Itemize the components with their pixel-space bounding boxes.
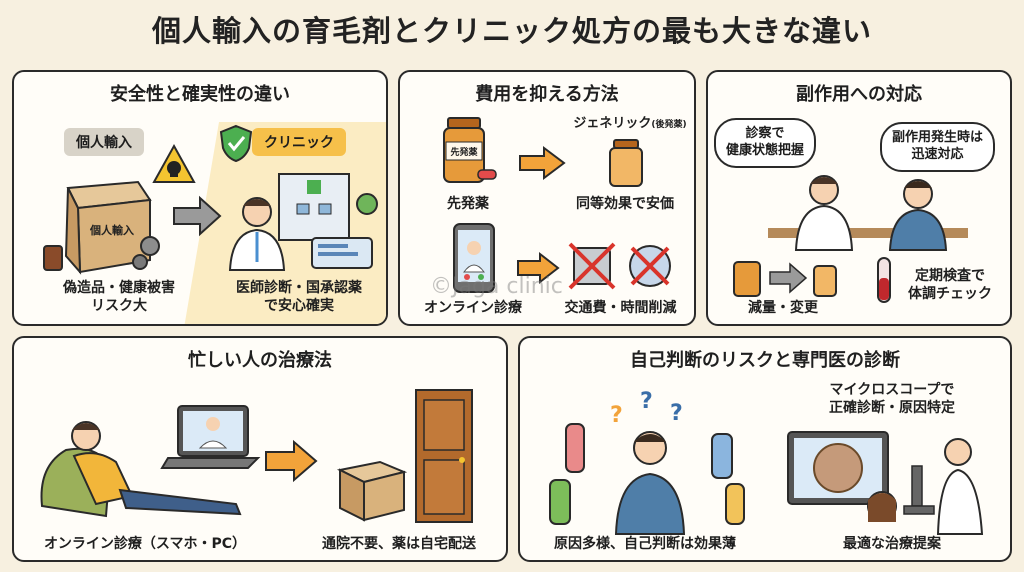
dose-caption: 減量・変更 [748, 300, 818, 316]
brand-medicine-bottle-icon: 先発薬 [443, 117, 497, 183]
box-text: 個人輸入 [89, 223, 134, 237]
clinic-caption: 医師診断・国承認薬 で安心確実 [236, 280, 362, 314]
arrow-right-icon [265, 439, 318, 483]
check-caption: 定期検査で 体調チェック [908, 268, 992, 302]
saving-caption: 交通費・時間削減 [564, 300, 677, 316]
panel-side-effects-title: 副作用への対応 [796, 84, 922, 105]
expert-caption: 最適な治療提案 [843, 536, 941, 552]
warning-skull-icon [152, 143, 196, 183]
dose-change-icon [733, 261, 837, 297]
bubble-diagnosis: 診察で 健康状態把握 [714, 118, 817, 168]
panel-safety: 安全性と確実性の違い 個人輸入 個人輸入 クリニック [12, 70, 388, 326]
no-travel-icons [568, 242, 671, 290]
doctor-patient-icon [768, 175, 968, 251]
shield-check-icon [219, 124, 253, 163]
brand-bottle-label: 先発薬 [450, 146, 478, 158]
panel-cost: 費用を抑える方法 先発薬 ジェネリック(後発薬) 先発薬 同等効果で安価 オンラ… [398, 70, 696, 326]
panel-side-effects: 副作用への対応 診察で 健康状態把握 副作用発生時は 迅速対応 減量・変更 定期… [706, 70, 1012, 326]
generic-medicine-bottle-icon [609, 139, 643, 187]
import-caption: 偽造品・健康被害 リスク大 [63, 280, 175, 314]
doctor-icon [228, 197, 286, 271]
panel-diagnosis: 自己判断のリスクと専門医の診断 ? ? ? マイクロスコープで 正確診断・原因特… [518, 336, 1012, 562]
arrow-right-icon [517, 251, 560, 285]
relaxing-person-laptop-icon [40, 405, 261, 518]
scope-caption: マイクロスコープで 正確診断・原因特定 [829, 382, 955, 416]
generic-caption: 同等効果で安価 [576, 196, 674, 212]
blood-test-tube-icon [877, 257, 891, 303]
panel-busy: 忙しい人の治療法 オンライン診療（スマホ・PC） 通院不要、薬は自宅配送 [12, 336, 508, 562]
import-label: 個人輸入 [64, 128, 144, 156]
online-caption: オンライン診療 [424, 300, 522, 316]
panel-diagnosis-title: 自己判断のリスクと専門医の診断 [630, 350, 900, 371]
question-mark-icon: ? [640, 389, 653, 414]
page-title: 個人輸入の育毛剤とクリニック処方の最も大きな違い [151, 14, 872, 48]
watermark: ©Jaga clinic [430, 274, 563, 299]
approved-cards-icon [311, 237, 373, 269]
panel-cost-title: 費用を抑える方法 [475, 84, 619, 105]
panel-safety-title: 安全性と確実性の違い [110, 84, 290, 105]
panel-busy-title: 忙しい人の治療法 [188, 350, 332, 371]
busy-online-caption: オンライン診療（スマホ・PC） [43, 536, 247, 552]
clinic-label: クリニック [252, 128, 346, 156]
arrow-right-icon [519, 146, 566, 180]
delivery-package-icon [336, 460, 408, 522]
smartphone-doctor-icon [453, 223, 495, 293]
confused-person-products-icon: ? ? ? [549, 389, 745, 535]
busy-delivery-caption: 通院不要、薬は自宅配送 [322, 536, 476, 552]
self-caption: 原因多様、自己判断は効果薄 [554, 536, 736, 552]
brand-caption: 先発薬 [447, 196, 489, 212]
bubble-response: 副作用発生時は 迅速対応 [880, 122, 996, 172]
arrow-right-icon [173, 195, 222, 237]
question-mark-icon: ? [670, 401, 683, 426]
door-icon [415, 389, 473, 523]
microscope-exam-icon [787, 431, 984, 535]
cardboard-box-icon: 個人輸入 [43, 180, 160, 275]
question-mark-icon: ? [610, 403, 623, 428]
generic-label: ジェネリック(後発薬) [573, 116, 687, 131]
